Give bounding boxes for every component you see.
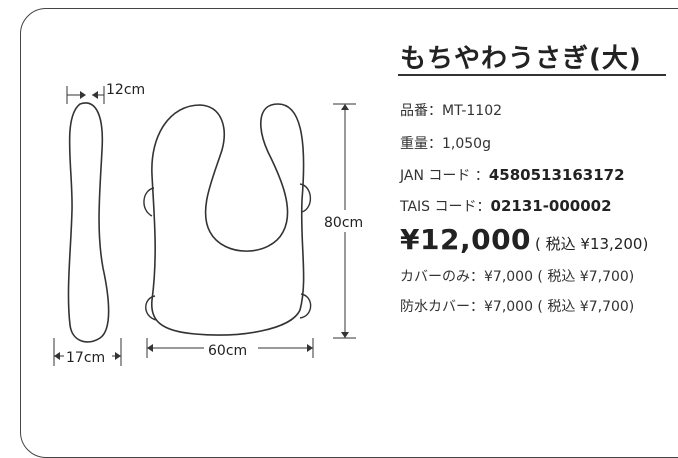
tais-code: TAIS コード：02131-000002 xyxy=(400,196,612,216)
right-lobe-top xyxy=(299,183,312,213)
jan-value: 4580513163172 xyxy=(488,166,625,184)
weight: 重量：1,050g xyxy=(400,136,491,152)
left-lobe-top xyxy=(143,187,155,217)
product-diagram: 12cm 17cm 60cm 80cm xyxy=(53,82,364,366)
waterproof-cover-price: 防水カバー：¥7,000 ( 税込 ¥7,700) xyxy=(400,299,635,315)
u-cushion-outline xyxy=(150,103,305,336)
price-tax: ( 税込 ¥13,200) xyxy=(535,235,649,253)
item-number: 品番：MT-1102 xyxy=(400,103,503,119)
right-lobe-bottom xyxy=(299,293,312,319)
jan-label: JAN コード ： xyxy=(400,168,489,184)
product-title: もちやわうさぎ(大) xyxy=(400,44,642,74)
price: ¥12,000( 税込 ¥13,200) xyxy=(400,223,648,256)
tais-label: TAIS コード： xyxy=(400,199,491,215)
cover-only-price: カバーのみ：¥7,000 ( 税込 ¥7,700) xyxy=(400,269,635,285)
top-width-label: 12cm xyxy=(106,82,145,98)
jan-code: JAN コード ：4580513163172 xyxy=(400,165,625,185)
height-label: 80cm xyxy=(324,215,363,231)
bottom-width-label: 17cm xyxy=(66,350,105,366)
title-underline xyxy=(398,74,666,76)
left-lobe-bottom xyxy=(145,295,157,321)
side-view-outline xyxy=(67,102,110,343)
width-label: 60cm xyxy=(208,343,247,359)
price-value: ¥12,000 xyxy=(400,223,532,256)
tais-value: 02131-000002 xyxy=(490,197,612,215)
